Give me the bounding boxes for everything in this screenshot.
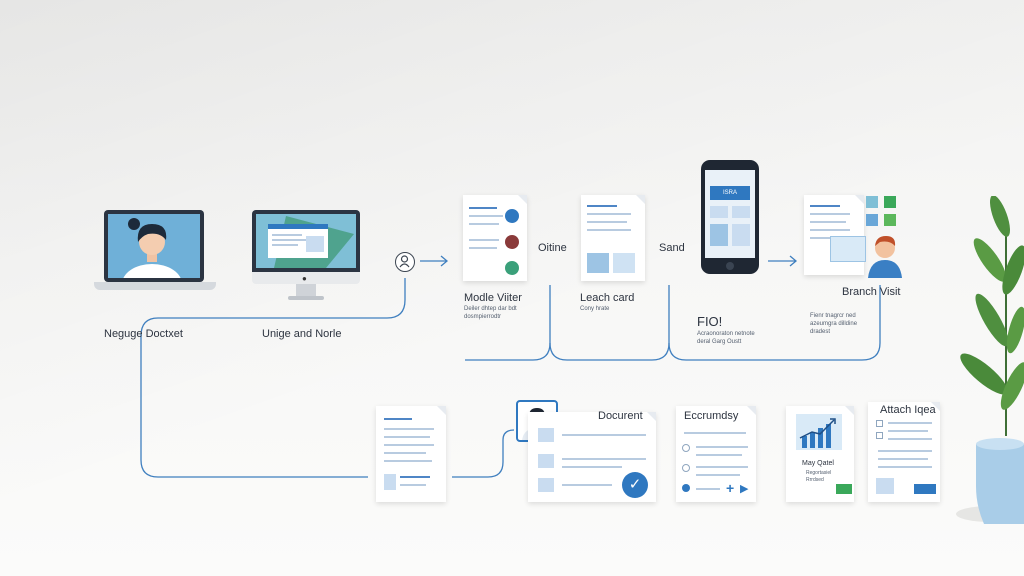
connector-left-loop bbox=[140, 278, 406, 478]
chart-thumbnail-icon bbox=[587, 253, 609, 273]
economy-document[interactable]: + ▶ bbox=[676, 406, 756, 502]
apple-logo-icon: ● bbox=[302, 274, 307, 283]
laptop-screen bbox=[104, 210, 204, 282]
plus-icon: + bbox=[726, 480, 735, 496]
mobile-subtext-2: dosmpierrodtr bbox=[464, 314, 502, 320]
attach-document[interactable] bbox=[868, 402, 940, 502]
fio-subtext-1: Acraonoraton netnote bbox=[697, 331, 755, 337]
checkbox-icon bbox=[538, 428, 554, 442]
branch-agent-avatar bbox=[866, 230, 904, 278]
mobile-subtext-1: Deiler dhtep dar bdt bbox=[464, 306, 517, 312]
chart-card-document[interactable] bbox=[786, 406, 854, 502]
label-online: Oitine bbox=[538, 242, 567, 254]
mobile-document-card[interactable] bbox=[463, 195, 527, 281]
desktop-monitor: ● bbox=[252, 210, 360, 302]
arrow-head-2 bbox=[789, 255, 798, 267]
checkbox-icon bbox=[876, 420, 883, 427]
video-feed bbox=[108, 214, 200, 278]
phone-header: ISRA bbox=[710, 186, 750, 200]
branch-subtext-3: dradest bbox=[810, 329, 831, 335]
map-card-icon bbox=[830, 236, 866, 262]
agent-person-icon bbox=[868, 236, 902, 278]
radio-icon bbox=[682, 444, 690, 452]
monitor-stand bbox=[296, 284, 316, 296]
person-avatar-icon bbox=[123, 218, 181, 278]
connector-phone bbox=[668, 285, 881, 361]
may-subtext-2: Rrrdsed bbox=[806, 477, 824, 483]
label-attach: Attach Iqea bbox=[880, 404, 936, 416]
status-tag-icon bbox=[836, 484, 852, 494]
monitor-screen bbox=[256, 214, 356, 268]
monitor-chin: ● bbox=[252, 272, 360, 284]
label-unique-notice: Unige and Norle bbox=[262, 328, 342, 340]
laptop-video-call bbox=[94, 208, 216, 294]
checkbox-icon bbox=[538, 478, 554, 492]
radio-selected-icon bbox=[682, 484, 690, 492]
branch-visit-document[interactable] bbox=[804, 195, 864, 275]
checkbox-icon bbox=[876, 432, 883, 439]
plant-icon bbox=[956, 195, 1024, 524]
person-node-icon[interactable] bbox=[395, 252, 415, 272]
label-send: Sand bbox=[659, 242, 685, 254]
phone-home-button bbox=[726, 262, 734, 270]
check-icon bbox=[505, 261, 519, 275]
monitor-bezel bbox=[252, 210, 360, 272]
potted-plant bbox=[950, 195, 1024, 526]
label-document: Docurent bbox=[598, 410, 643, 422]
may-subtext-1: Regortasiel bbox=[806, 470, 832, 476]
label-negotiate-document: Neguge Doctxet bbox=[104, 328, 183, 340]
smartphone[interactable]: ISRA bbox=[701, 160, 759, 274]
label-may-card: May Qatel bbox=[802, 460, 834, 467]
laptop-base bbox=[94, 282, 216, 290]
growth-chart-icon bbox=[796, 414, 842, 450]
leech-card-document[interactable] bbox=[581, 195, 645, 281]
thumb-chart-icon bbox=[866, 214, 878, 226]
image-thumbnail-icon bbox=[613, 253, 635, 273]
document-checklist-card[interactable]: ✓ bbox=[528, 412, 656, 502]
thumb-blue-icon bbox=[866, 196, 878, 208]
globe-icon bbox=[505, 209, 519, 223]
checkmark-icon: ✓ bbox=[622, 472, 648, 498]
arrow-head-1 bbox=[440, 255, 449, 267]
label-economy: Eccrumdsy bbox=[684, 410, 739, 422]
radio-icon bbox=[682, 464, 690, 472]
document-window-icon bbox=[268, 216, 354, 268]
connector-to-profile bbox=[452, 429, 515, 478]
label-mobile-viewer: Modle Viiter bbox=[464, 292, 522, 304]
thumb-photo-icon bbox=[884, 214, 896, 226]
checkbox-icon bbox=[538, 454, 554, 468]
connector-leech bbox=[549, 285, 670, 361]
thumb-green-icon bbox=[884, 196, 896, 208]
label-fio: FIO! bbox=[697, 314, 723, 329]
play-icon: ▶ bbox=[740, 483, 749, 495]
attach-tag-icon bbox=[914, 484, 936, 494]
branch-subtext-2: azeumgra dilldine bbox=[810, 321, 858, 327]
avatar-icon bbox=[505, 235, 519, 249]
user-outline-icon bbox=[399, 255, 410, 268]
leech-subtext: Cony hrate bbox=[580, 306, 610, 312]
bottom-document-1[interactable] bbox=[376, 406, 446, 502]
fio-subtext-2: deral Garg Oustt bbox=[697, 339, 742, 345]
branch-subtext-1: Fienr tnagrcr ned bbox=[810, 313, 856, 319]
label-branch-visit: Branch Visit bbox=[842, 286, 901, 298]
monitor-foot bbox=[288, 296, 324, 300]
phone-screen: ISRA bbox=[705, 170, 755, 258]
label-leech-card: Leach card bbox=[580, 292, 635, 304]
